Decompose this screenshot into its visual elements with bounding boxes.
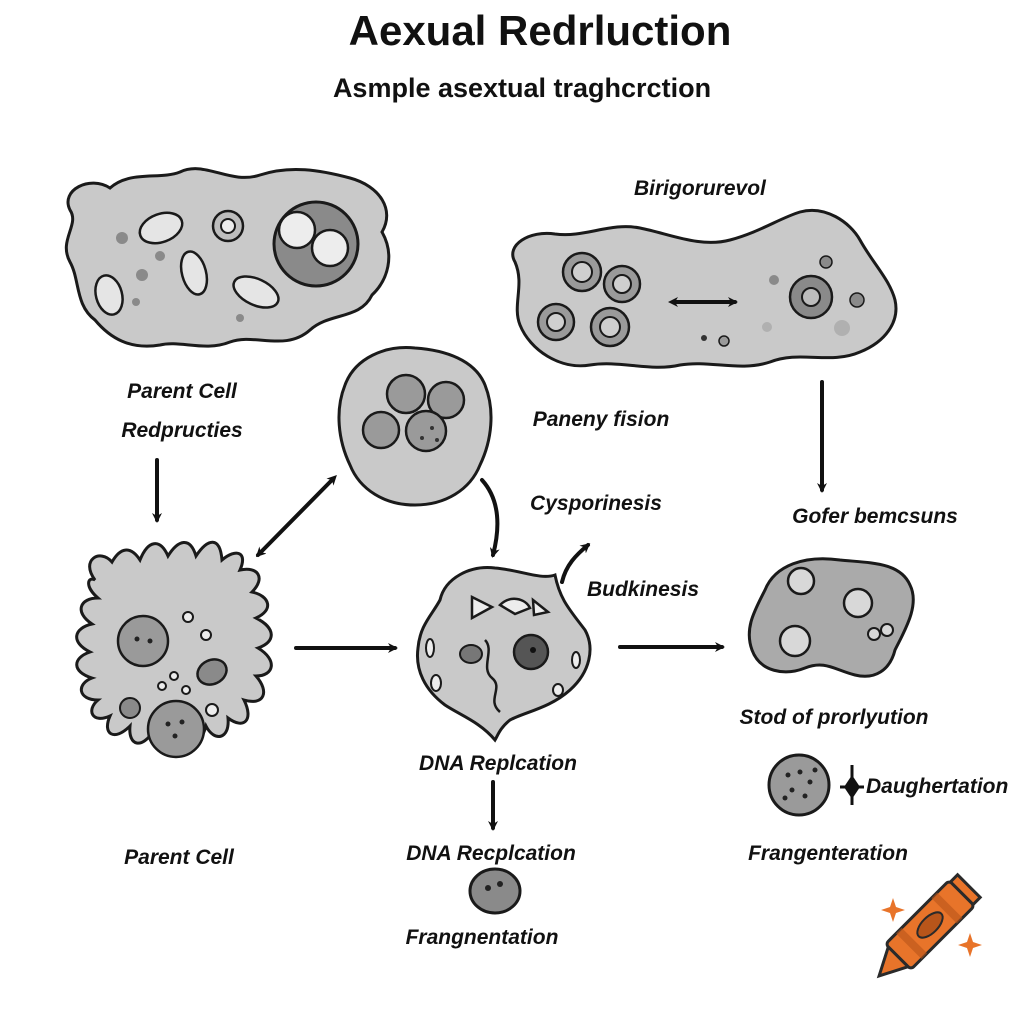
label-parent-cell-top-2: Redpructies: [121, 419, 242, 442]
label-parent-cell-top-1: Parent Cell: [127, 380, 238, 403]
label-parent-cell-bottom: Parent Cell: [124, 846, 235, 869]
daughter-cell: [747, 557, 915, 678]
label-gofer-bemcsuns: Gofer bemcsuns: [792, 505, 958, 528]
fragment-cell: [468, 867, 522, 915]
diagram-title: Aexual Redrluction: [349, 7, 732, 54]
dna-replication-cell: [415, 566, 592, 743]
label-dna-replication-2: DNA Recplcation: [406, 842, 576, 865]
sparkle-icon: [881, 898, 905, 922]
label-frangnentation: Frangnentation: [406, 926, 559, 949]
label-frangenteration: Frangenteration: [748, 842, 908, 865]
label-binary-heading: Birigorurevol: [634, 177, 767, 200]
double-arrow-icon: [255, 475, 337, 558]
label-budkinesis: Budkinesis: [587, 578, 699, 601]
label-cysporinesis: Cysporinesis: [530, 492, 662, 515]
parent-cell-top: [64, 167, 391, 348]
spore-cell: [767, 753, 864, 817]
label-dna-replication-1: DNA Replcation: [419, 752, 577, 775]
diagram-subtitle: Asmple asextual traghcrction: [333, 73, 711, 103]
sparkle-icon: [958, 933, 982, 957]
binary-fission-cell: [511, 209, 898, 369]
parent-cell-bottom: [75, 540, 273, 759]
label-paneny-fision: Paneny fision: [533, 408, 670, 431]
paneny-fision-cell: [337, 346, 493, 507]
label-stod-of-prorlyution: Stod of prorlyution: [740, 706, 929, 729]
label-daughertation: Daughertation: [866, 775, 1008, 798]
curved-arrow-icon: [480, 478, 500, 558]
curved-arrow-icon: [560, 543, 591, 584]
crayon-icon: [876, 872, 983, 979]
